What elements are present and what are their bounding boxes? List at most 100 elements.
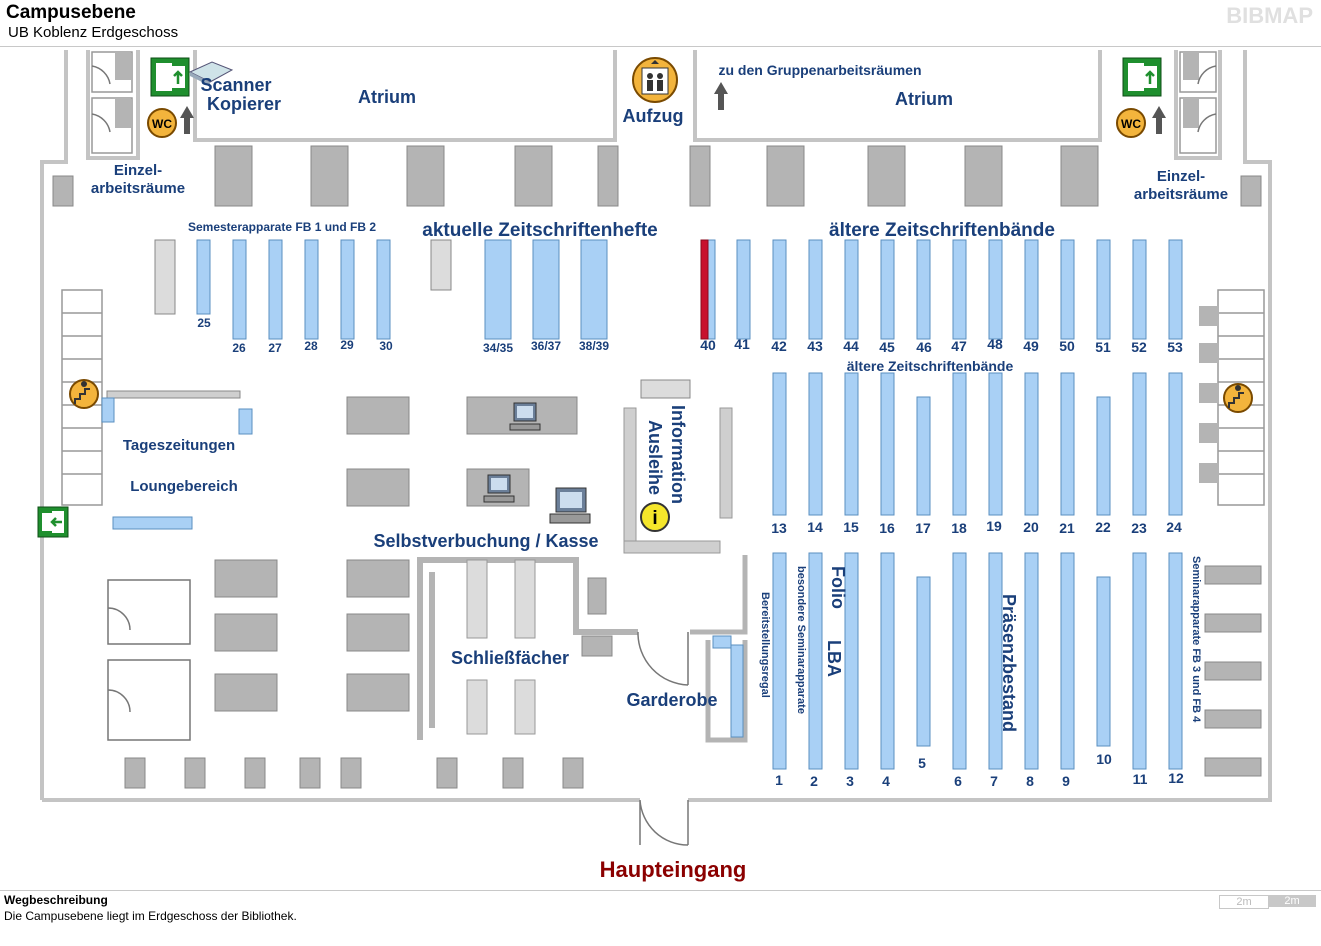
- shelf-number: 16: [879, 520, 895, 536]
- shelf-number: 49: [1023, 338, 1039, 354]
- shelf-number: 20: [1023, 519, 1039, 535]
- shelf-number: 15: [843, 519, 859, 535]
- label-bereitstellungsregal: Bereitstellungsregal: [759, 592, 771, 698]
- shelf-number: 43: [807, 338, 823, 354]
- shelf-number: 13: [771, 520, 787, 536]
- shelf-number: 7: [990, 773, 998, 789]
- wc-icon: WC: [147, 108, 177, 138]
- building-walls: [40, 50, 1272, 802]
- label-folio: Folio: [828, 566, 848, 609]
- label-einzel-left-2: arbeitsräume: [91, 180, 185, 197]
- shelf-number: 44: [843, 338, 859, 354]
- lockers: [466, 559, 536, 735]
- doors: [91, 65, 1217, 846]
- label-gruppenarbeitsraeume: zu den Gruppenarbeitsräumen: [718, 62, 921, 78]
- scale-bar-left: 2m: [1219, 895, 1269, 909]
- header-divider: [0, 46, 1321, 47]
- shelf-number: 53: [1167, 339, 1183, 355]
- shelf-number: 2: [810, 773, 818, 789]
- label-besondere-seminarapparate: besondere Seminarapparate: [795, 566, 807, 714]
- label-information: Information: [668, 405, 688, 504]
- bibmap-logo: BIBMAP: [1226, 3, 1313, 28]
- shelf-number: 3: [846, 773, 854, 789]
- footer-title: Wegbeschreibung: [4, 893, 108, 907]
- label-aufzug: Aufzug: [623, 106, 684, 126]
- shelf-number: 38/39: [579, 339, 609, 353]
- shelf-number: 34/35: [483, 341, 513, 355]
- page-subtitle: UB Koblenz Erdgeschoss: [8, 24, 179, 41]
- computer-icon: [549, 487, 591, 524]
- shelf-number: 10: [1096, 751, 1112, 767]
- shelf-number: 28: [304, 339, 318, 353]
- footer-divider: [0, 890, 1321, 891]
- computer-icon: [483, 474, 515, 503]
- shelf-number: 6: [954, 773, 962, 789]
- shelf-number: 51: [1095, 339, 1111, 355]
- emergency-exit-icon: [150, 57, 190, 97]
- shelf-number: 14: [807, 519, 823, 535]
- label-aeltere-zeitschriften-mid: ältere Zeitschriftenbände: [847, 358, 1014, 374]
- label-schliessfaecher: Schließfächer: [451, 648, 569, 668]
- locker-walls: [417, 557, 638, 740]
- label-lba: LBA: [824, 640, 844, 677]
- shelf-number: 45: [879, 339, 895, 355]
- shelf-number: 27: [268, 341, 282, 355]
- scale-bar-right: 2m: [1268, 895, 1316, 907]
- stairs-icon: [1223, 383, 1253, 413]
- label-tageszeitungen: Tageszeitungen: [123, 437, 235, 454]
- shelf-number: 17: [915, 520, 931, 536]
- page-title: Campusebene: [6, 2, 136, 23]
- wc-icon-label: WC: [152, 117, 172, 131]
- label-einzel-right-2: arbeitsräume: [1134, 186, 1228, 203]
- right-stair-tables: [1199, 306, 1219, 483]
- garderobe-shelf-top: [712, 635, 732, 649]
- shelf-number: 48: [987, 336, 1003, 352]
- arrow-up-icon: [180, 106, 194, 134]
- shelf-numbers: 25 26 27 28 29 30 34/35 36/37 38/39 40 4…: [197, 316, 1184, 789]
- shelf-number: 52: [1131, 339, 1147, 355]
- pillars: [52, 145, 1262, 207]
- floor-map[interactable]: WC WC i Scanner Kopierer A: [0, 46, 1321, 892]
- shelf-number: 47: [951, 338, 967, 354]
- shelf-number: 12: [1168, 770, 1184, 786]
- shelf-number: 26: [232, 341, 246, 355]
- label-selbstverbuchung: Selbstverbuchung / Kasse: [373, 531, 598, 551]
- label-aktuelle-zeitschriften: aktuelle Zeitschriftenhefte: [422, 220, 657, 241]
- shelf-number: 24: [1166, 519, 1182, 535]
- label-seminarapparate-fb34: Seminarapparate FB 3 und FB 4: [1190, 556, 1202, 723]
- shelf-number: 41: [734, 336, 750, 352]
- shelf-number: 5: [918, 755, 926, 771]
- shelf-number: 11: [1133, 771, 1148, 787]
- shelves: [101, 239, 1183, 770]
- wc-icon: WC: [1116, 108, 1146, 138]
- garderobe-walls: [690, 555, 748, 743]
- label-einzel-right-1: Einzel-: [1157, 168, 1205, 185]
- label-kopierer: Kopierer: [207, 94, 281, 114]
- shelf-number: 46: [916, 339, 932, 355]
- footer-text: Die Campusebene liegt im Erdgeschoss der…: [4, 909, 297, 923]
- computer-icon: [509, 402, 541, 431]
- shelf-number: 40: [700, 337, 716, 353]
- label-ausleihe: Ausleihe: [645, 420, 665, 495]
- shelf-number: 50: [1059, 338, 1075, 354]
- information-icon: i: [640, 502, 670, 532]
- shelf-number: 30: [379, 339, 393, 353]
- marked-shelf-40: [700, 239, 709, 340]
- shelf-number: 4: [882, 773, 890, 789]
- shelf-number: 36/37: [531, 339, 561, 353]
- shelf-number: 18: [951, 520, 967, 536]
- shelf-number: 19: [986, 518, 1002, 534]
- shelf-number: 21: [1059, 520, 1075, 536]
- shelf-number: 29: [340, 338, 354, 352]
- label-garderobe: Garderobe: [626, 690, 717, 710]
- arrow-up-icon: [714, 82, 728, 110]
- label-loungebereich: Loungebereich: [130, 478, 238, 495]
- shelf-number: 23: [1131, 520, 1147, 536]
- room-fixtures: [115, 52, 1199, 128]
- label-atrium-left: Atrium: [358, 87, 416, 107]
- label-aeltere-zeitschriften-top: ältere Zeitschriftenbände: [829, 220, 1055, 241]
- label-praesenzbestand: Präsenzbestand: [999, 594, 1019, 732]
- label-einzel-left-1: Einzel-: [114, 162, 162, 179]
- emergency-exit-icon: [37, 506, 69, 538]
- furniture: [106, 239, 1262, 789]
